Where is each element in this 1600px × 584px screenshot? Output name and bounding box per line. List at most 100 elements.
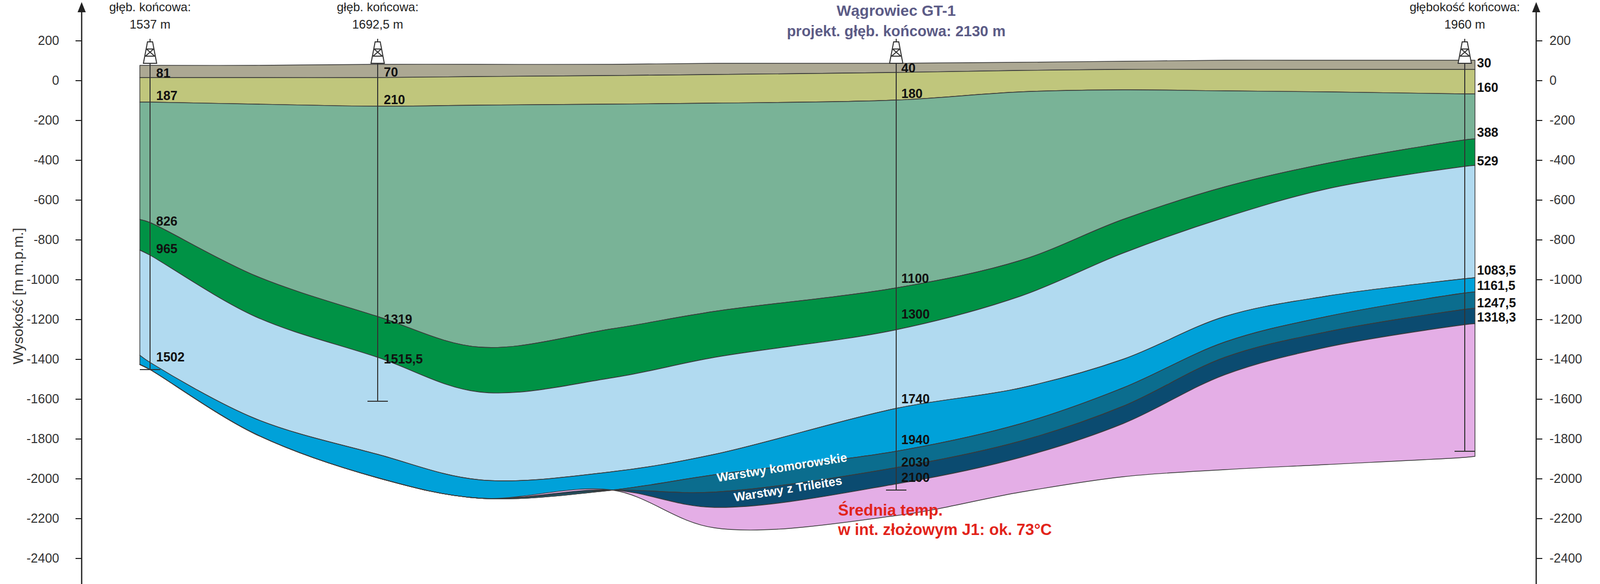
derrick-symbol — [143, 38, 157, 64]
well-header: Wągrowiec GT-1 — [836, 2, 956, 19]
derrick-symbol — [889, 38, 903, 64]
axis-tick-label: 200 — [37, 33, 60, 48]
axis-tick — [75, 239, 82, 241]
well-bottom — [1454, 450, 1475, 452]
axis-tick — [1536, 438, 1543, 440]
depth-value: 388 — [1477, 125, 1499, 140]
well-bottom — [139, 368, 161, 371]
axis-tick-label: 200 — [1549, 33, 1571, 48]
axis-tick — [75, 398, 82, 400]
axis-tick — [1536, 478, 1543, 480]
well-header: głęb. końcowa: — [109, 0, 191, 14]
depth-value: 30 — [1477, 56, 1492, 71]
well-header: 1537 m — [129, 17, 171, 32]
depth-value: 210 — [383, 92, 406, 108]
depth-value: 529 — [1477, 154, 1499, 169]
axis-tick-label: 0 — [1549, 73, 1557, 88]
axis-line — [1535, 7, 1538, 584]
well-bottom — [367, 400, 388, 402]
depth-value: 1515,5 — [383, 352, 423, 367]
axis-tick-label: -600 — [1549, 192, 1575, 208]
axis-tick — [75, 557, 82, 559]
axis-tick — [75, 159, 82, 161]
axis-tick — [1536, 318, 1543, 320]
depth-value: 1940 — [901, 432, 930, 448]
depth-value: 70 — [383, 65, 399, 80]
axis-tick-label: -1800 — [1549, 431, 1583, 447]
axis-tick — [75, 80, 82, 82]
axis-tick — [1536, 557, 1543, 559]
axis-tick — [75, 279, 82, 281]
depth-value: 826 — [156, 214, 178, 229]
well-bore — [895, 63, 897, 490]
axis-tick-label: -1800 — [26, 431, 60, 447]
axis-tick-label: -400 — [33, 153, 60, 168]
axis-tick-label: -200 — [1549, 113, 1575, 128]
axis-tick — [75, 119, 82, 121]
depth-value: 160 — [1477, 80, 1499, 95]
axis-tick — [75, 358, 82, 360]
axes — [75, 2, 1543, 584]
axis-tick-label: -2200 — [26, 511, 60, 526]
axis-tick-label: -1600 — [1549, 391, 1583, 407]
axis-tick — [75, 518, 82, 520]
temperature-note: Średnia temp. — [838, 501, 943, 520]
depth-value: 1319 — [383, 312, 413, 327]
axis-tick — [1536, 239, 1543, 241]
depth-value: 1247,5 — [1477, 296, 1516, 311]
axis-tick-label: -800 — [1549, 232, 1575, 248]
axis-tick — [1536, 80, 1543, 82]
axis-tick — [75, 478, 82, 480]
depth-value: 2030 — [901, 455, 930, 470]
axis-tick-label: 0 — [52, 73, 60, 88]
axis-tick — [1536, 358, 1543, 360]
well-header: 1960 m — [1444, 17, 1486, 32]
depth-value: 40 — [901, 61, 916, 76]
depth-value: 2100 — [901, 470, 930, 485]
axis-tick — [75, 40, 82, 42]
axis-tick-label: -1400 — [1549, 352, 1583, 367]
axis-tick-label: -800 — [33, 232, 60, 248]
axis-tick — [1536, 159, 1543, 161]
axis-tick-label: -1400 — [26, 352, 60, 367]
axis-arrow — [1532, 2, 1541, 13]
derrick-symbol — [371, 38, 385, 64]
temperature-note: w int. złożowym J1: ok. 73°C — [838, 521, 1052, 539]
axis-tick-label: -2200 — [1549, 511, 1583, 526]
axis-tick-label: -1200 — [26, 312, 60, 327]
well-bore — [377, 63, 379, 402]
axis-tick-label: -400 — [1549, 153, 1575, 168]
axis-tick-label: -1000 — [1549, 272, 1583, 287]
depth-value: 1318,3 — [1477, 310, 1516, 325]
axis-tick — [1536, 279, 1543, 281]
axis-tick-label: -200 — [33, 113, 60, 128]
axis-tick — [1536, 40, 1543, 42]
depth-value: 1300 — [901, 307, 930, 322]
axis-line — [81, 7, 83, 584]
depth-value: 180 — [901, 86, 923, 102]
axis-tick — [75, 199, 82, 201]
axis-tick — [1536, 119, 1543, 121]
well-bore — [149, 63, 151, 370]
well-header: głęb. końcowa: — [336, 0, 419, 14]
depth-value: 1161,5 — [1477, 278, 1516, 293]
well-bottom — [885, 489, 907, 491]
layer-triassic — [139, 323, 1475, 530]
axis-title: Wysokość [m m.p.m.] — [10, 227, 27, 364]
depth-value: 187 — [156, 88, 178, 104]
well-header: głębokość końcowa: — [1409, 0, 1520, 14]
axis-arrow — [77, 2, 86, 13]
axis-tick-label: -1600 — [26, 391, 60, 407]
axis-tick — [75, 438, 82, 440]
axis-tick-label: -2400 — [26, 551, 60, 566]
well-header: projekt. głęb. końcowa: 2130 m — [786, 23, 1006, 40]
axis-tick-label: -2400 — [1549, 551, 1583, 566]
axis-tick — [1536, 199, 1543, 201]
depth-value: 81 — [156, 66, 171, 81]
axis-tick — [1536, 518, 1543, 520]
depth-value: 1502 — [156, 350, 185, 365]
axis-tick-label: -600 — [33, 192, 60, 208]
axis-tick-label: -1000 — [26, 272, 60, 287]
well-header: 1692,5 m — [352, 17, 404, 32]
